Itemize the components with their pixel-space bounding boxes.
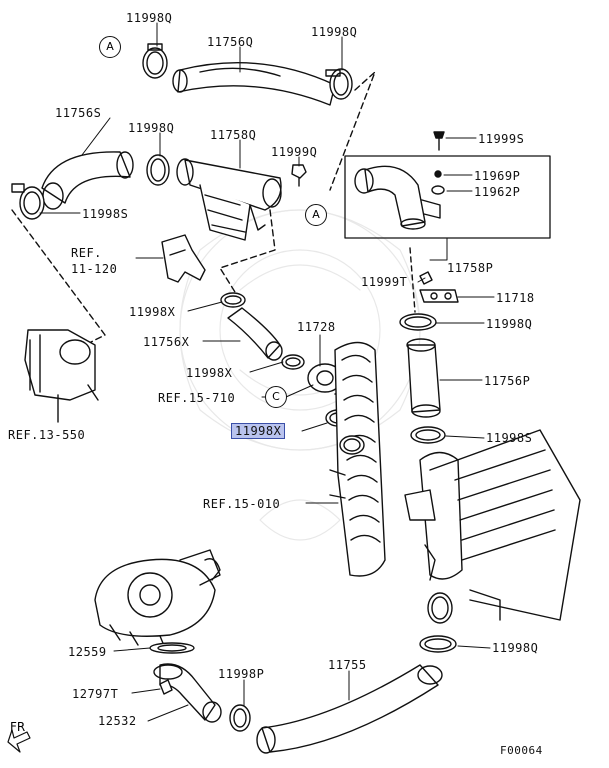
clamp-11998q-top-right: [325, 68, 353, 100]
dash-line-11758p: [409, 247, 416, 313]
throttle-body-ref-13-550: [24, 329, 99, 423]
clamp-11998q-mid: [146, 154, 170, 186]
front-marker-label: FR: [10, 720, 26, 734]
label-11756x[interactable]: 11756X: [143, 335, 190, 349]
diagram-code: F00064: [500, 744, 543, 757]
hose-11756x: [227, 307, 283, 361]
callout-c: C: [265, 386, 287, 408]
label-11998q-5[interactable]: 11998Q: [492, 641, 539, 655]
label-11999t[interactable]: 11999T: [361, 275, 408, 289]
callout-a-top: A: [99, 36, 121, 58]
label-11755[interactable]: 11755: [328, 658, 367, 672]
label-11999s[interactable]: 11999S: [478, 132, 525, 146]
label-11998x-highlighted[interactable]: 11998X: [231, 423, 286, 439]
label-ref-11-120-a[interactable]: REF.: [71, 246, 102, 260]
bolt-12797t: [159, 679, 173, 695]
label-11998s-1[interactable]: 11998S: [82, 207, 129, 221]
label-12559[interactable]: 12559: [68, 645, 107, 659]
label-11998s-2[interactable]: 11998S: [486, 431, 533, 445]
label-11756q[interactable]: 11756Q: [207, 35, 254, 49]
label-11998q-1[interactable]: 11998Q: [126, 11, 173, 25]
label-11998q-3[interactable]: 11998Q: [128, 121, 175, 135]
label-11998q-2[interactable]: 11998Q: [311, 25, 358, 39]
hose-11756s: [41, 151, 134, 210]
pipe-11758q: [176, 158, 282, 241]
label-12532[interactable]: 12532: [98, 714, 137, 728]
dash-line-11758q: [219, 209, 276, 293]
hose-11755: [256, 664, 443, 754]
gasket-12559: [149, 642, 195, 654]
dash-line-a-top: [329, 71, 376, 191]
bracket-ref-11-120: [161, 234, 206, 283]
clamp-11998q-top-left: [142, 43, 168, 79]
label-11756s[interactable]: 11756S: [55, 106, 102, 120]
clamp-11998x-upper: [220, 292, 246, 308]
bolt-11999q: [291, 164, 307, 187]
hose-11756q: [172, 62, 336, 106]
label-ref-11-120-b[interactable]: 11-120: [71, 262, 118, 276]
label-11728[interactable]: 11728: [297, 320, 336, 334]
label-ref-13-550[interactable]: REF.13-550: [8, 428, 86, 442]
label-12797t[interactable]: 12797T: [72, 687, 119, 701]
label-11758q[interactable]: 11758Q: [210, 128, 257, 142]
intercooler: [404, 429, 581, 621]
label-ref-15-010[interactable]: REF.15-010: [203, 497, 281, 511]
label-11998p[interactable]: 11998P: [218, 667, 265, 681]
duct-ref-15-010: [329, 341, 386, 577]
bolt-11999t: [419, 271, 433, 285]
elbow-11758p: [354, 165, 441, 230]
clamp-11998s-left: [11, 183, 45, 220]
clamp-11998q-lower-right: [427, 592, 453, 624]
washer-11962p: [431, 185, 445, 195]
label-11998q-4[interactable]: 11998Q: [486, 317, 533, 331]
clamp-11998q-bottom: [419, 635, 457, 653]
leader-lines: [39, 22, 495, 722]
label-ref-15-710[interactable]: REF.15-710: [158, 391, 236, 405]
turbocharger: [94, 549, 221, 649]
dash-line-a-left: [11, 209, 106, 346]
clamp-11998p: [229, 704, 251, 732]
clamp-11998q-right: [399, 313, 437, 331]
leader-11758p: [429, 237, 448, 261]
label-11962p[interactable]: 11962P: [474, 185, 521, 199]
clamp-11998s-right: [410, 426, 446, 444]
label-11998x-2[interactable]: 11998X: [186, 366, 233, 380]
callout-a-right: A: [305, 204, 327, 226]
label-11758p[interactable]: 11758P: [447, 261, 494, 275]
label-11998x-1[interactable]: 11998X: [129, 305, 176, 319]
bolt-11999s: [433, 131, 445, 151]
clamp-11998x-middle: [281, 354, 305, 370]
label-11718[interactable]: 11718: [496, 291, 535, 305]
label-11969p[interactable]: 11969P: [474, 169, 521, 183]
label-11756p[interactable]: 11756P: [484, 374, 531, 388]
clamp-duct-inlet: [339, 435, 365, 455]
label-11999q[interactable]: 11999Q: [271, 145, 318, 159]
washer-11969p: [434, 170, 442, 178]
bracket-11718: [419, 289, 459, 303]
hose-11756p: [406, 338, 441, 418]
front-arrow-icon: [7, 729, 31, 753]
